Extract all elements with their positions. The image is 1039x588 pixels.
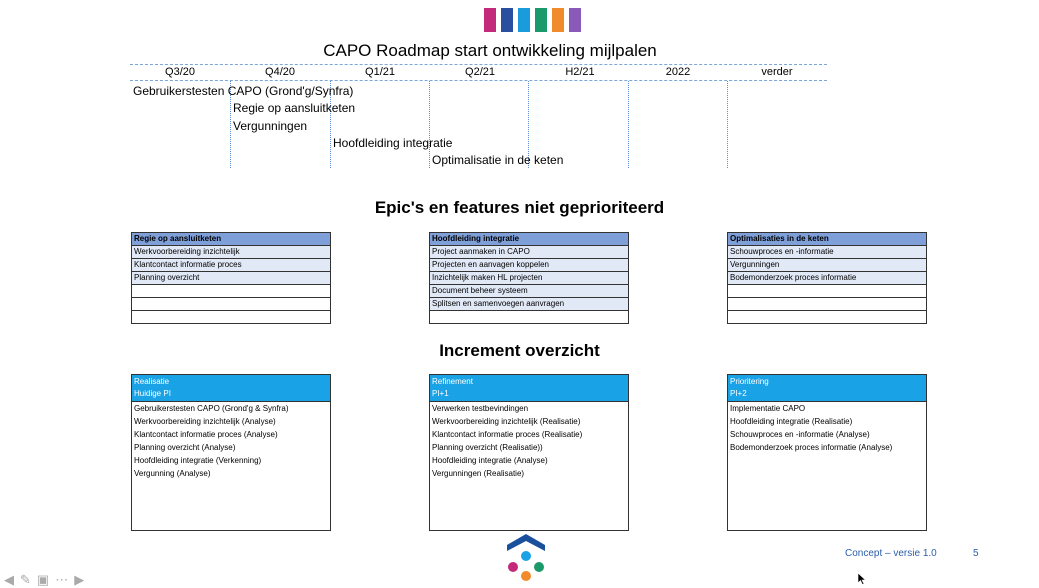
roadmap-item: Hoofdleiding integratie [333, 136, 453, 150]
increment-box: Refinement PI+1 Verwerken testbevindinge… [429, 374, 629, 531]
increment-box-header-title: Prioritering [730, 377, 769, 386]
roadmap-header-line [130, 80, 827, 81]
epic-row: Werkvoorbereiding inzichtelijk [132, 246, 330, 259]
quarter-label: 2022 [665, 66, 691, 78]
quarter-label: Q1/21 [365, 66, 395, 78]
epic-row: Projecten en aanvagen koppelen [430, 259, 628, 272]
roadmap-title: CAPO Roadmap start ontwikkeling mijlpale… [323, 41, 657, 60]
increment-item: Vergunning (Analyse) [134, 469, 211, 478]
epic-row: Schouwproces en -informatie [728, 246, 926, 259]
epic-row [728, 298, 926, 311]
slide-nav: ◀ ✎ ▣ ⋯ ▶ [4, 572, 84, 588]
epic-row [728, 285, 926, 298]
increment-box-header-title: Refinement [432, 377, 473, 386]
increment-box-header-pi: PI+2 [730, 389, 747, 398]
logo-bar [501, 8, 513, 32]
epic-row: Vergunningen [728, 259, 926, 272]
logo-bar [518, 8, 530, 32]
epic-table: Optimalisaties in de keten Schouwproces … [727, 232, 927, 324]
company-logo-icon [507, 534, 545, 581]
roadmap-divider [330, 81, 331, 168]
arrow-left-icon[interactable]: ◀ [4, 572, 14, 587]
increment-box-header: Refinement PI+1 [430, 375, 628, 402]
increment-item: Schouwproces en -informatie (Analyse) [730, 430, 870, 439]
increment-item: Vergunningen (Realisatie) [432, 469, 525, 478]
logo-bar [569, 8, 581, 32]
quarter-label: Q2/21 [465, 66, 495, 78]
epic-row: Project aanmaken in CAPO [430, 246, 628, 259]
increment-item: Hoofdleiding integratie (Analyse) [432, 456, 548, 465]
roadmap-item: Regie op aansluitketen [233, 101, 356, 115]
pen-icon[interactable]: ✎ [20, 572, 31, 587]
increment-title: Increment overzicht [439, 341, 600, 360]
roadmap-item: Optimalisatie in de keten [432, 153, 564, 167]
quarter-label: verder [761, 66, 793, 78]
epic-row [728, 311, 926, 323]
epic-row [430, 311, 628, 323]
slides-icon[interactable]: ▣ [36, 572, 50, 587]
epic-row: Document beheer systeem [430, 285, 628, 298]
increment-box-header: Prioritering PI+2 [728, 375, 926, 402]
increment-box: Realisatie Huidige PI Gebruikerstesten C… [131, 374, 331, 531]
epic-table-header: Optimalisaties in de keten [728, 233, 926, 246]
increment-item: Werkvoorbereiding inzichtelijk (Analyse) [134, 417, 276, 426]
roadmap-divider [230, 81, 231, 168]
logo-bar [484, 8, 496, 32]
epic-row: Bodemonderzoek proces informatie [728, 272, 926, 285]
increment-item: Verwerken testbevindingen [432, 404, 529, 413]
increment-item: Planning overzicht (Analyse) [134, 443, 236, 452]
logo-bars [484, 8, 581, 32]
roadmap-item: Vergunningen [233, 119, 308, 133]
logo-bar [552, 8, 564, 32]
roadmap-top-line [130, 64, 827, 65]
epic-table-header: Hoofdleiding integratie [430, 233, 628, 246]
quarter-label: H2/21 [565, 66, 595, 78]
epic-row: Planning overzicht [132, 272, 330, 285]
page-number: 5 [973, 548, 979, 559]
roadmap-divider [628, 81, 629, 168]
epic-row [132, 285, 330, 298]
epic-row: Klantcontact informatie proces [132, 259, 330, 272]
increment-item: Hoofdleiding integratie (Realisatie) [730, 417, 853, 426]
logo-bar [535, 8, 547, 32]
increment-item: Implementatie CAPO [730, 404, 806, 413]
increment-item: Planning overzicht (Realisatie)) [432, 443, 543, 452]
epic-row [132, 311, 330, 323]
epic-table-header: Regie op aansluitketen [132, 233, 330, 246]
increment-item: Hoofdleiding integratie (Verkenning) [134, 456, 262, 465]
epic-table: Regie op aansluitketen Werkvoorbereiding… [131, 232, 331, 324]
quarter-label: Q3/20 [165, 66, 195, 78]
increment-box-header-title: Realisatie [134, 377, 170, 386]
epic-row [132, 298, 330, 311]
arrow-right-icon[interactable]: ▶ [74, 572, 85, 587]
increment-item: Klantcontact informatie proces (Analyse) [134, 430, 278, 439]
increment-box-header-pi: Huidige PI [134, 389, 171, 398]
roadmap-divider [528, 81, 529, 168]
roadmap-divider [429, 81, 430, 168]
increment-box-header-pi: PI+1 [432, 389, 449, 398]
version-label: Concept – versie 1.0 [845, 548, 937, 559]
quarter-label: Q4/20 [265, 66, 295, 78]
increment-box-header: Realisatie Huidige PI [132, 375, 330, 402]
more-icon[interactable]: ⋯ [55, 572, 69, 587]
increment-item: Werkvoorbereiding inzichtelijk (Realisat… [432, 417, 581, 426]
epics-title: Epic's en features niet geprioriteerd [374, 198, 665, 217]
roadmap-item: Gebruikerstesten CAPO (Grond'g/Synfra) [133, 84, 354, 98]
epic-row: Inzichtelijk maken HL projecten [430, 272, 628, 285]
increment-item: Klantcontact informatie proces (Realisat… [432, 430, 583, 439]
roadmap-divider [727, 81, 728, 168]
increment-box: Prioritering PI+2 Implementatie CAPO Hoo… [727, 374, 927, 531]
increment-item: Gebruikerstesten CAPO (Grond'g & Synfra) [134, 404, 289, 413]
epic-table: Hoofdleiding integratie Project aanmaken… [429, 232, 629, 324]
increment-item: Bodemonderzoek proces informatie (Analys… [730, 443, 893, 452]
epic-row: Splitsen en samenvoegen aanvragen [430, 298, 628, 311]
cursor-icon [857, 573, 867, 585]
